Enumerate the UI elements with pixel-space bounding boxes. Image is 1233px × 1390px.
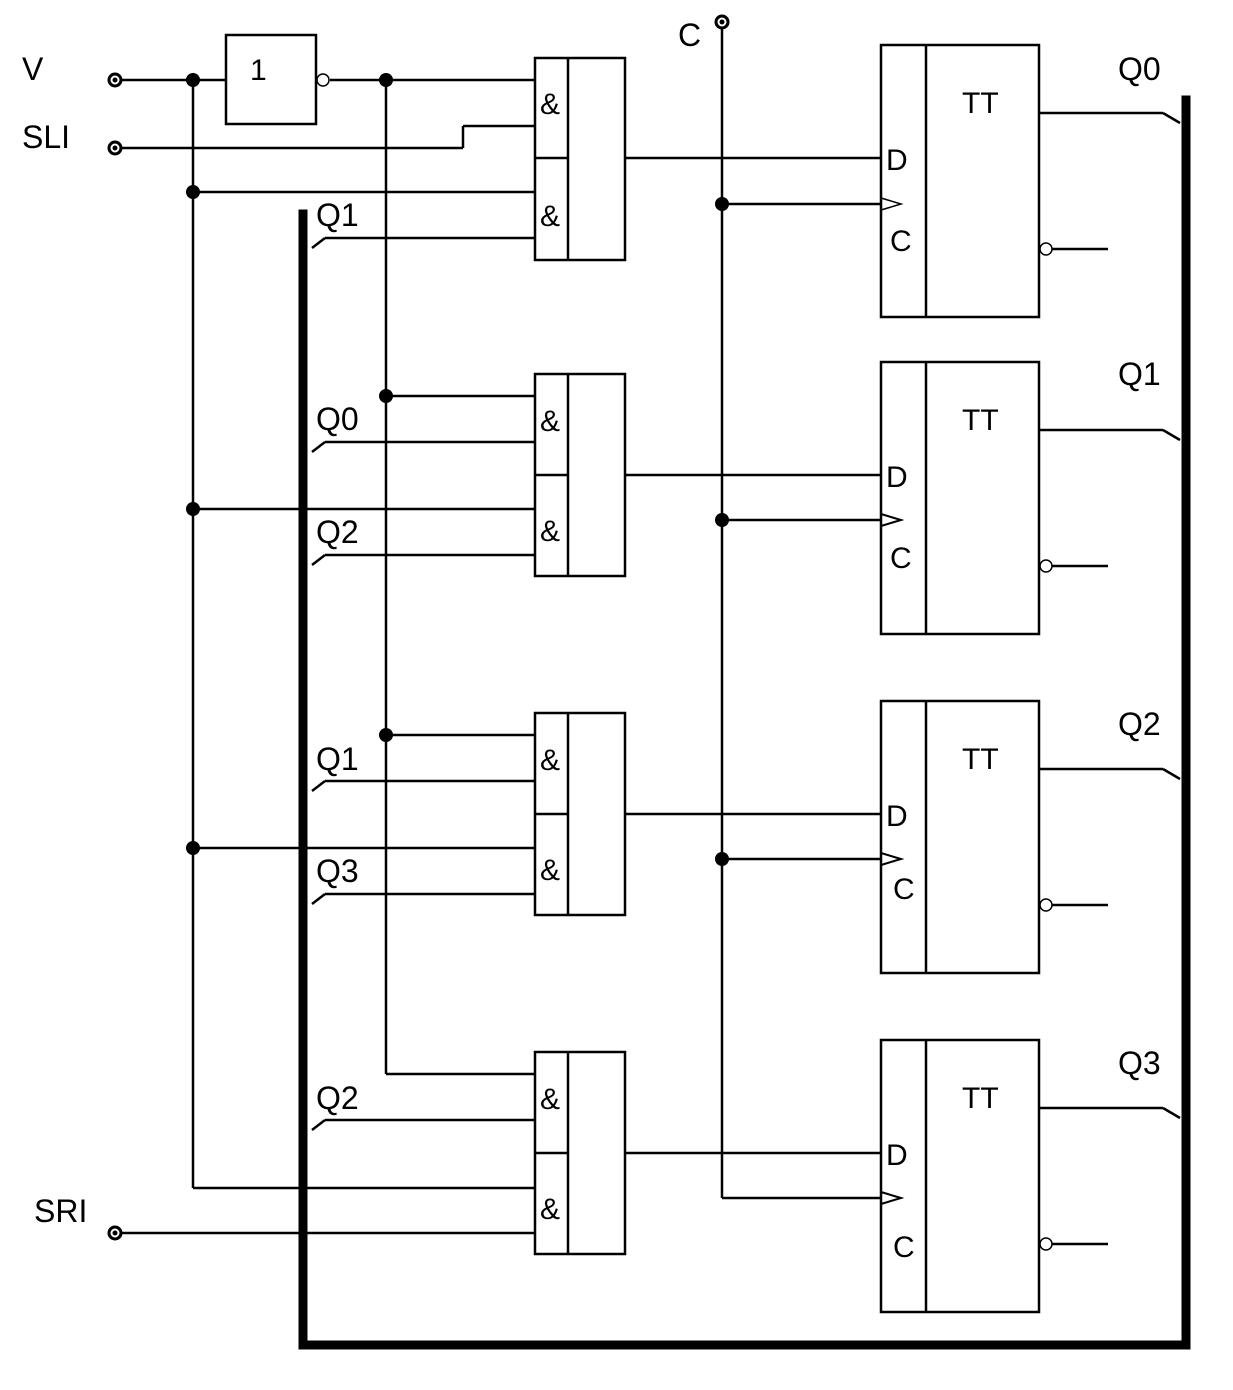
input-label-v: V [22,51,44,87]
flipflop-c-label: C [890,225,912,258]
junction-dots [186,73,729,866]
and-or-block-0 [533,56,627,262]
bus-label: Q3 [316,853,359,889]
clock-label: C [678,17,701,53]
bus-label: Q2 [316,1080,359,1116]
flipflop-3 [879,1038,1053,1314]
flipflop-d-label: D [886,800,908,833]
bus-label: Q0 [316,401,359,437]
output-label-q2: Q2 [1118,706,1161,742]
bus-label: Q1 [316,741,359,777]
output-label-q3: Q3 [1118,1045,1161,1081]
flipflop-d-label: D [886,1139,908,1172]
and-symbol: & [540,405,560,438]
flipflop-1 [879,360,1053,636]
bus-label: Q2 [316,514,359,550]
flipflop-c-label: C [890,542,912,575]
and-symbol: & [540,1083,560,1116]
and-or-block-2 [533,711,627,917]
and-symbol: & [540,1193,560,1226]
and-symbol: & [540,88,560,121]
inverter: 1 [224,33,330,126]
input-label-sli: SLI [22,119,70,155]
flipflop-type-label: TT [962,404,999,437]
flipflop-d-label: D [886,461,908,494]
and-or-block-1 [533,372,627,578]
flipflop-c-label: C [893,1231,915,1264]
flipflop-c-label: C [893,873,915,906]
wires [115,22,1181,1246]
input-terminals [107,14,730,1241]
and-or-block-3 [533,1050,627,1256]
flipflop-0 [879,43,1053,319]
output-label-q0: Q0 [1118,51,1161,87]
flipflop-type-label: TT [962,87,999,120]
output-label-q1: Q1 [1118,356,1161,392]
flipflop-type-label: TT [962,743,999,776]
and-symbol: & [540,515,560,548]
and-symbol: & [540,744,560,777]
flipflop-2 [879,699,1053,975]
bus-label: Q1 [316,197,359,233]
input-label-sri: SRI [34,1193,87,1229]
inverter-label: 1 [250,54,267,87]
and-symbol: & [540,200,560,233]
and-symbol: & [540,854,560,887]
flipflop-d-label: D [886,144,908,177]
flipflop-type-label: TT [962,1082,999,1115]
feedback-bus [298,95,1191,1350]
